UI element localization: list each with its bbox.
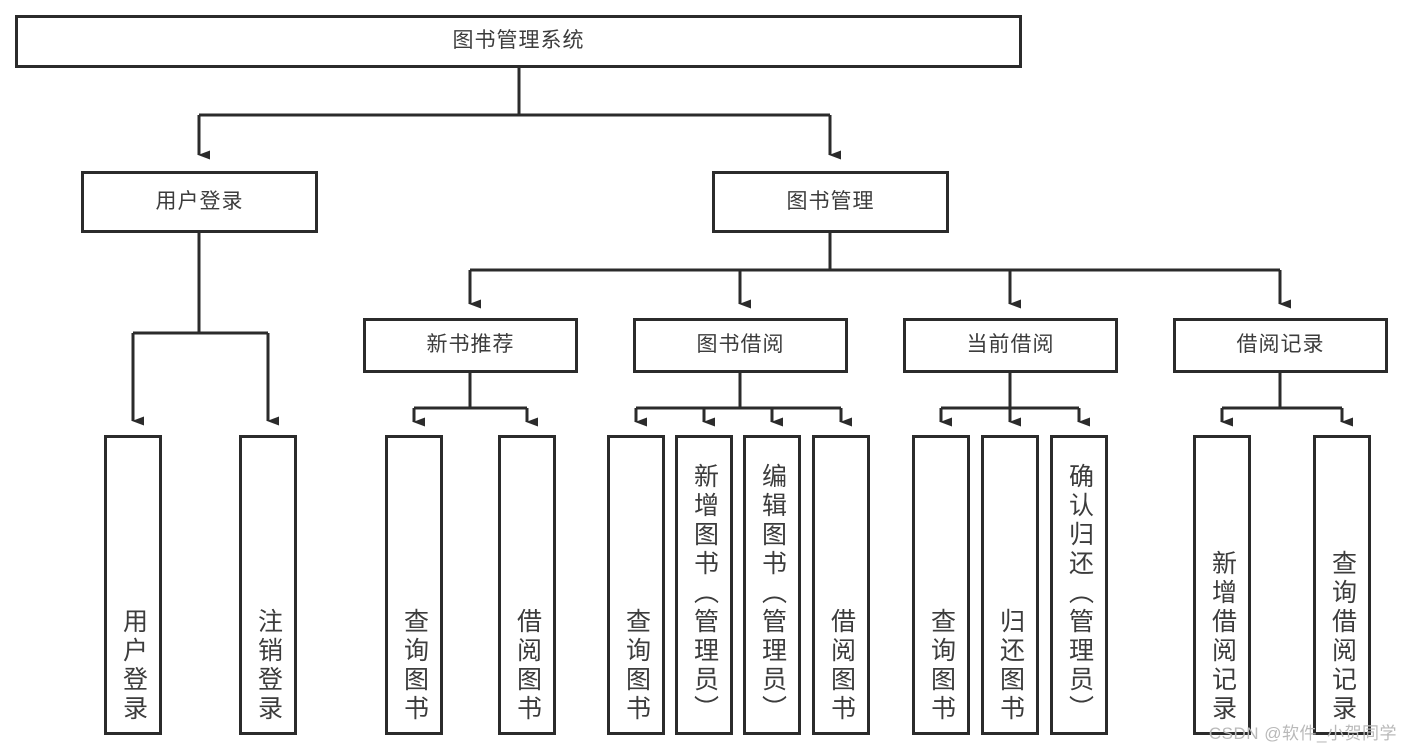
node-leaf-return-book[interactable]: 归还图书 [981,435,1039,735]
node-leaf-query-book-2[interactable]: 查询图书 [607,435,665,735]
node-leaf-query-book-3[interactable]: 查询图书 [912,435,970,735]
node-book-manage[interactable]: 图书管理 [712,171,949,233]
node-leaf-add-record-label: 新增借阅记录 [1208,550,1237,724]
node-leaf-query-book-2-label: 查询图书 [622,608,651,724]
node-root[interactable]: 图书管理系统 [15,15,1022,68]
node-leaf-edit-book-label: 编辑图书（管理员） [758,463,787,724]
node-new-book-rec[interactable]: 新书推荐 [363,318,578,373]
node-book-borrow[interactable]: 图书借阅 [633,318,848,373]
node-leaf-query-book-1-label: 查询图书 [400,608,429,724]
node-leaf-add-record[interactable]: 新增借阅记录 [1193,435,1251,735]
node-leaf-borrow-book-2-label: 借阅图书 [827,608,856,724]
node-leaf-logout[interactable]: 注销登录 [239,435,297,735]
node-borrow-record[interactable]: 借阅记录 [1173,318,1388,373]
node-leaf-user-login[interactable]: 用户登录 [104,435,162,735]
node-leaf-query-record[interactable]: 查询借阅记录 [1313,435,1371,735]
node-leaf-borrow-book-2[interactable]: 借阅图书 [812,435,870,735]
node-leaf-edit-book[interactable]: 编辑图书（管理员） [743,435,801,735]
node-leaf-query-book-3-label: 查询图书 [927,608,956,724]
node-book-borrow-label: 图书借阅 [696,333,785,357]
node-book-manage-label: 图书管理 [786,189,875,213]
node-borrow-record-label: 借阅记录 [1236,333,1325,357]
node-user-login[interactable]: 用户登录 [81,171,318,233]
node-leaf-borrow-book-1[interactable]: 借阅图书 [498,435,556,735]
node-current-borrow-label: 当前借阅 [966,333,1055,357]
node-leaf-confirm-return[interactable]: 确认归还（管理员） [1050,435,1108,735]
node-new-book-rec-label: 新书推荐 [426,333,515,357]
node-leaf-confirm-return-label: 确认归还（管理员） [1065,463,1094,724]
node-leaf-query-book-1[interactable]: 查询图书 [385,435,443,735]
node-leaf-return-book-label: 归还图书 [996,608,1025,724]
node-leaf-logout-label: 注销登录 [254,608,283,724]
node-leaf-user-login-label: 用户登录 [119,608,148,724]
node-current-borrow[interactable]: 当前借阅 [903,318,1118,373]
node-leaf-borrow-book-1-label: 借阅图书 [513,608,542,724]
watermark: CSDN @软件_小贺同学 [1208,724,1397,743]
node-root-label: 图书管理系统 [452,29,585,53]
node-user-login-label: 用户登录 [155,189,244,213]
node-leaf-query-record-label: 查询借阅记录 [1328,550,1357,724]
node-leaf-add-book[interactable]: 新增图书（管理员） [675,435,733,735]
node-leaf-add-book-label: 新增图书（管理员） [690,463,719,724]
